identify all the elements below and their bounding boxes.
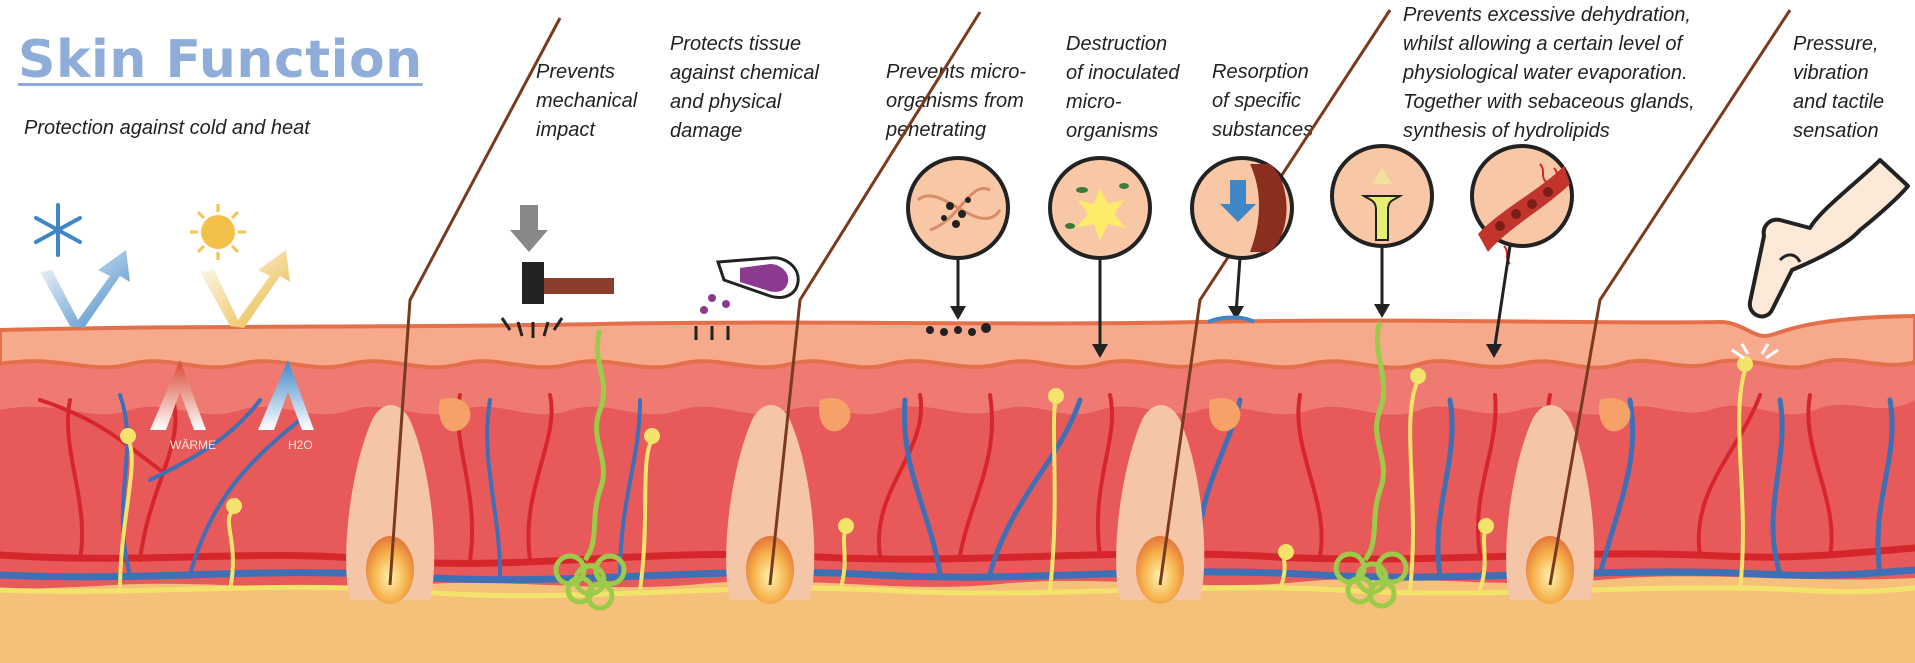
finger-icon [1750,160,1908,316]
magnifier-sweat-pore-icon [1332,146,1432,318]
heat-label: WÄRME [170,438,216,452]
magnifier-bacteria-icon [908,158,1008,336]
hammer-icon [510,205,614,304]
sun-icon [190,204,246,260]
snowflake-icon [36,205,80,255]
water-label: H2O [288,438,313,452]
cold-reflection-arrow [40,250,130,328]
heat-reflection-arrow [200,250,290,328]
magnifier-resorption-icon [1192,158,1292,322]
test-tube-icon [700,258,798,314]
epidermis-layer [0,316,1915,368]
